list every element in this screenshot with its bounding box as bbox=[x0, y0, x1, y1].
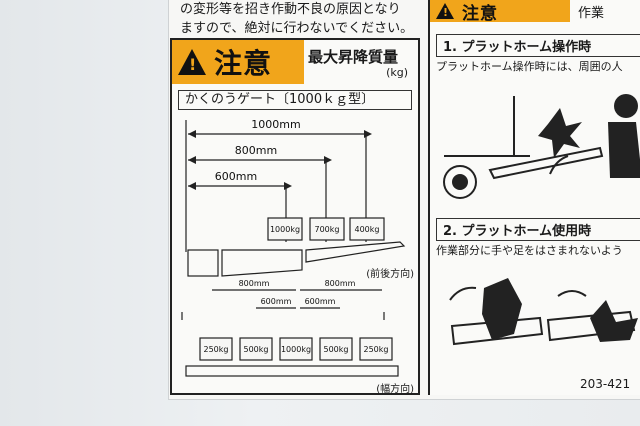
pinch-hazard-illustration bbox=[449, 278, 638, 346]
span-label-800-right: 800mm bbox=[325, 279, 356, 288]
caution-header: ! 注意 bbox=[172, 40, 304, 84]
weight-label-1000: 1000kg bbox=[270, 225, 300, 234]
weight-label-700: 700kg bbox=[315, 225, 340, 234]
distance-label-600: 600mm bbox=[215, 170, 257, 183]
warning-triangle-icon: ! bbox=[178, 49, 206, 75]
weight-label-400: 400kg bbox=[355, 225, 380, 234]
right-caution-word: 注意 bbox=[462, 3, 498, 24]
right-caution-header: ! 注意 bbox=[430, 0, 570, 24]
width-weight-2: 500kg bbox=[244, 345, 269, 354]
span-label-600-left: 600mm bbox=[261, 297, 292, 306]
width-weight-1: 250kg bbox=[204, 345, 229, 354]
width-direction: (幅方向) bbox=[376, 384, 414, 395]
width-weight-4: 500kg bbox=[324, 345, 349, 354]
section2-title: 2. プラットホーム使用時 bbox=[436, 218, 640, 241]
work-label: 作業 bbox=[578, 6, 605, 21]
section1-title: 1. プラットホーム操作時 bbox=[436, 34, 640, 57]
top-line-1: の変形等を招き作動不良の原因となり bbox=[180, 2, 401, 17]
caution-word: 注意 bbox=[214, 47, 273, 80]
unit-label: (kg) bbox=[386, 66, 408, 79]
part-code: 203-421 bbox=[580, 377, 631, 391]
operation-caution-panel: ! 注意 作業 1. プラットホーム操作時 プラットホーム操作時には、周囲の人 … bbox=[428, 0, 640, 395]
width-weight-3: 1000kg bbox=[281, 345, 311, 354]
load-diagram: 1000mm 800mm 600mm 1000kg 700kg 400kg 80… bbox=[181, 118, 406, 377]
top-line-2: ますので、絶対に行わないでください。 bbox=[180, 21, 414, 36]
section2-text: 作業部分に手や足をはさまれないよう bbox=[436, 244, 623, 257]
gate-model-label: かくのうゲート〔1000ｋｇ型〕 bbox=[178, 90, 412, 110]
section1-text: プラットホーム操作時には、周囲の人 bbox=[436, 60, 623, 73]
max-load-panel: ! 注意 最大昇降質量 (kg) かくのうゲート〔1000ｋｇ型〕 bbox=[170, 38, 420, 395]
max-load-label: 最大昇降質量 bbox=[308, 48, 399, 66]
warning-triangle-icon: ! bbox=[436, 3, 454, 19]
platform-operation-illustration bbox=[443, 94, 640, 199]
span-label-600-right: 600mm bbox=[305, 297, 336, 306]
distance-label-800: 800mm bbox=[235, 144, 277, 157]
span-label-800-left: 800mm bbox=[239, 279, 270, 288]
front-back-direction: (前後方向) bbox=[366, 269, 414, 280]
distance-label-1000: 1000mm bbox=[251, 118, 300, 131]
width-weight-5: 250kg bbox=[364, 345, 389, 354]
top-warning-text: の変形等を招き作動不良の原因となり ますので、絶対に行わないでください。 bbox=[180, 0, 420, 38]
